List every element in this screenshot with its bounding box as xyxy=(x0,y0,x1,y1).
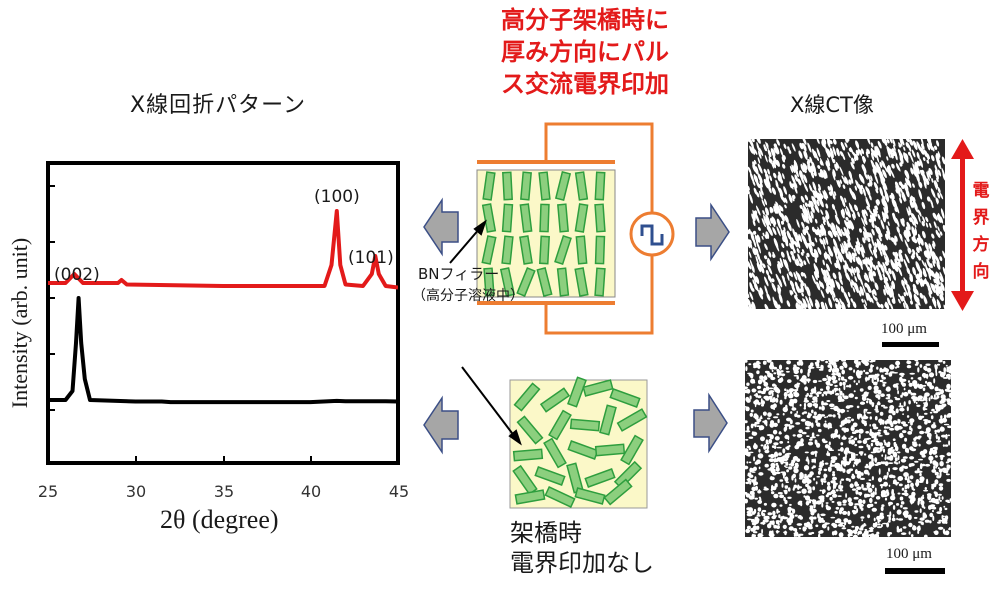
series-no-field xyxy=(48,296,398,405)
plot-frame xyxy=(46,161,400,465)
left-arrow-icon-top xyxy=(423,197,459,257)
x-tick-label: 40 xyxy=(300,482,322,501)
x-tick-label: 25 xyxy=(37,482,59,501)
no-field-condition-caption: 架橋時 電界印加なし xyxy=(510,518,654,578)
peak-label-101: (101) xyxy=(348,248,394,268)
x-axis-label: 2θ (degree) xyxy=(160,505,279,534)
scale-bar-label-top: 100 μm xyxy=(881,321,927,337)
ct-image-random xyxy=(742,357,954,540)
y-axis-label: Intensity (arb. unit) xyxy=(7,237,32,409)
filler-pointer-arrows xyxy=(449,219,522,446)
scale-bar-top xyxy=(882,342,939,347)
scale-bar-bottom xyxy=(885,568,945,574)
x-tick-label: 30 xyxy=(125,482,147,501)
right-arrow-icon-top xyxy=(695,202,730,262)
condition-line-2: 厚み方向にパル xyxy=(501,38,669,66)
caption-line-1: 架橋時 xyxy=(510,519,582,547)
xrd-chart xyxy=(46,161,400,465)
x-tick-label: 45 xyxy=(388,482,410,501)
condition-line-3: ス交流電界印加 xyxy=(501,70,669,98)
ct-title: X線CT像 xyxy=(790,93,874,117)
x-ticks xyxy=(135,456,312,461)
x-tick-label: 35 xyxy=(213,482,235,501)
peak-label-100: (100) xyxy=(314,187,360,207)
random-filler-sample xyxy=(509,376,648,509)
bottom-electrode xyxy=(477,301,615,305)
field-applied-condition-title: 高分子架橋時に 厚み方向にパル ス交流電界印加 xyxy=(470,4,700,100)
field-dir-char: 電 xyxy=(972,181,990,201)
xrd-title: X線回折パターン xyxy=(130,93,306,118)
y-ticks xyxy=(50,185,55,411)
ct-image-aligned xyxy=(746,134,947,315)
scale-bar-label-bottom: 100 μm xyxy=(886,546,932,562)
circuit-wires xyxy=(544,122,654,335)
series-field-applied xyxy=(48,209,398,290)
aligned-filler-sample xyxy=(476,169,616,298)
left-arrow-icon-bottom xyxy=(423,395,459,455)
bn-filler-context: （高分子溶液中） xyxy=(412,288,524,304)
field-dir-char: 向 xyxy=(972,262,990,282)
right-arrow-icon-bottom xyxy=(693,392,728,454)
condition-line-1: 高分子架橋時に xyxy=(501,6,669,34)
caption-line-2: 電界印加なし xyxy=(510,549,654,577)
square-wave-ac-source-icon xyxy=(629,211,675,257)
top-electrode xyxy=(477,160,615,164)
bn-filler-label: BNフィラー xyxy=(418,265,500,283)
field-dir-char: 方 xyxy=(972,235,990,255)
peak-label-002: (002) xyxy=(54,265,100,285)
field-dir-char: 界 xyxy=(972,208,990,228)
field-direction-label: 電 界 方 向 xyxy=(971,178,991,286)
field-direction-arrow-icon xyxy=(951,139,974,311)
